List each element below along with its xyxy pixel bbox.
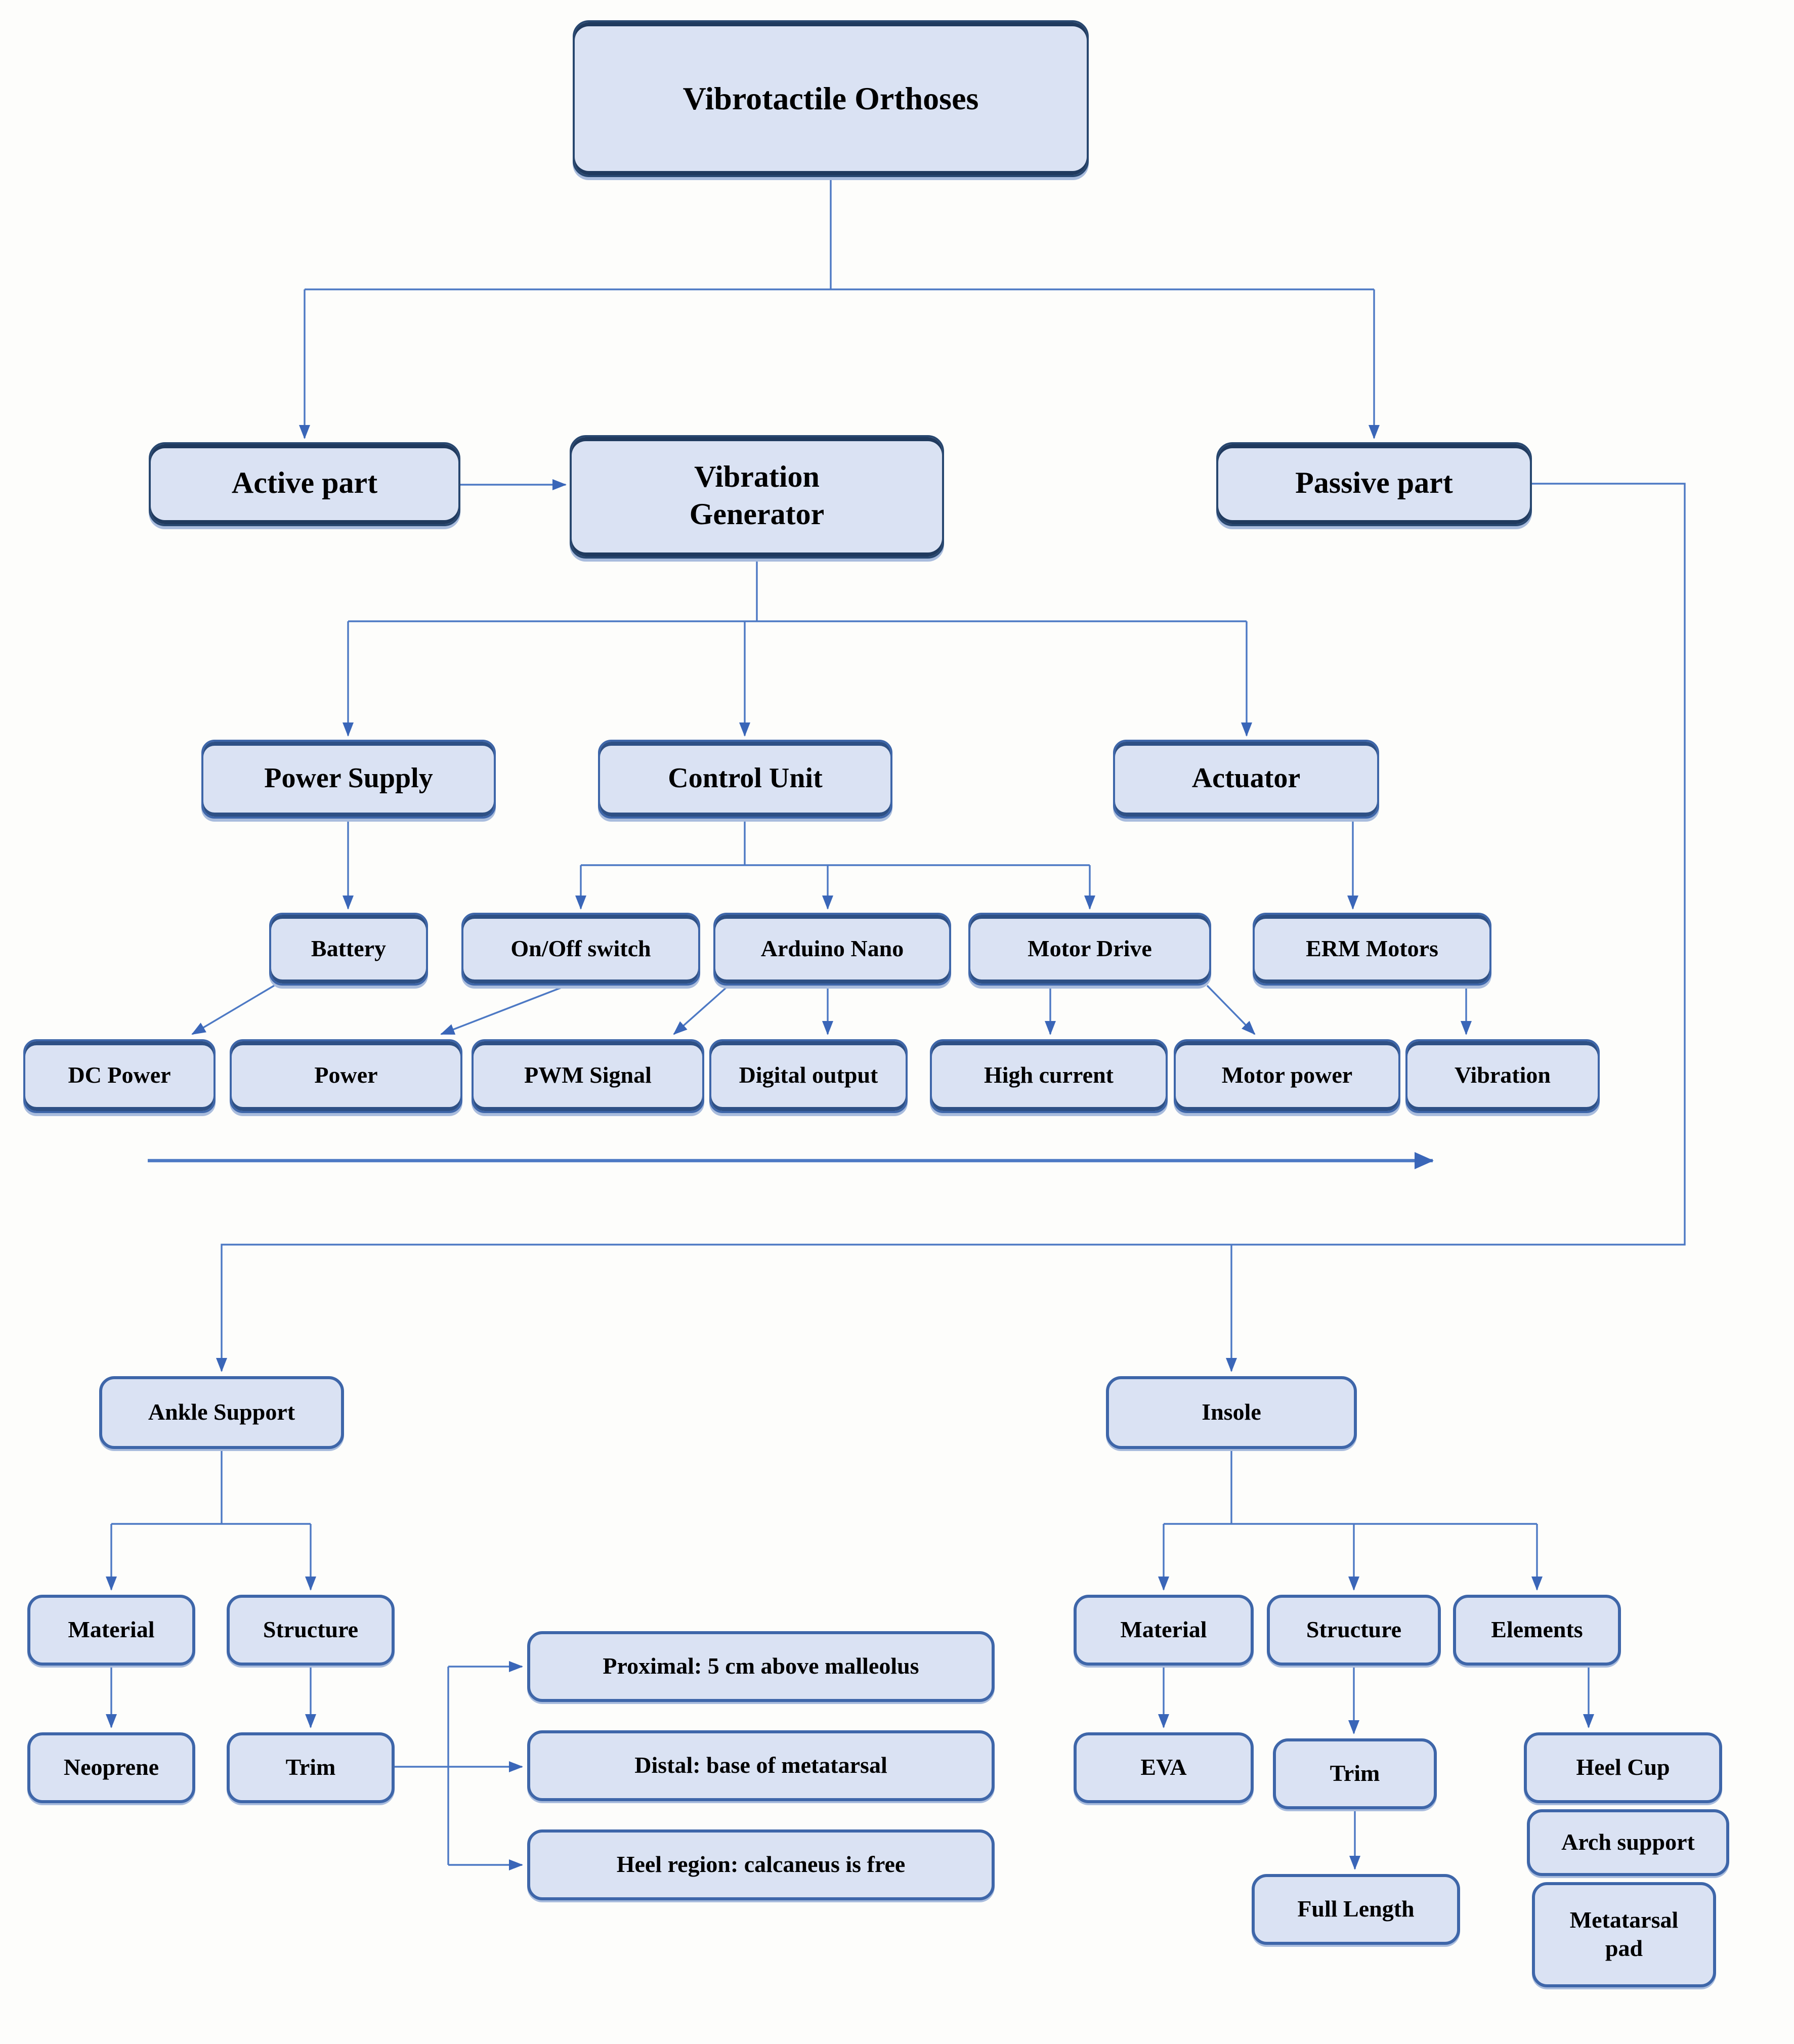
node-root: Vibrotactile Orthoses xyxy=(573,20,1089,177)
node-metatarsal-pad: Metatarsal pad xyxy=(1532,1882,1716,1987)
node-ankle-support: Ankle Support xyxy=(99,1376,344,1449)
node-passive-part: Passive part xyxy=(1216,442,1532,526)
node-structure-insole: Structure xyxy=(1267,1595,1441,1666)
node-full-length: Full Length xyxy=(1252,1874,1460,1945)
node-power-supply: Power Supply xyxy=(201,740,496,819)
edges-layer xyxy=(106,177,1686,1870)
node-motor-drive: Motor Drive xyxy=(968,913,1211,986)
node-digital-output: Digital output xyxy=(709,1039,908,1113)
node-structure-ankle: Structure xyxy=(227,1595,395,1666)
node-vibration-generator: Vibration Generator xyxy=(570,435,944,559)
node-battery: Battery xyxy=(269,913,428,986)
node-trim-insole: Trim xyxy=(1273,1738,1437,1809)
node-active-part: Active part xyxy=(149,442,460,526)
node-heel-region: Heel region: calcaneus is free xyxy=(527,1829,995,1900)
node-control-unit: Control Unit xyxy=(598,740,892,819)
node-erm-motors: ERM Motors xyxy=(1253,913,1491,986)
node-vibration: Vibration xyxy=(1405,1039,1600,1113)
node-onoff-switch: On/Off switch xyxy=(461,913,700,986)
node-motor-power: Motor power xyxy=(1174,1039,1400,1113)
node-dc-power: DC Power xyxy=(23,1039,216,1113)
node-heel-cup: Heel Cup xyxy=(1524,1732,1722,1803)
node-insole: Insole xyxy=(1106,1376,1357,1449)
node-proximal: Proximal: 5 cm above malleolus xyxy=(527,1631,995,1702)
edge-passive-elbow xyxy=(216,483,1686,1372)
node-elements: Elements xyxy=(1453,1595,1621,1666)
node-trim-ankle: Trim xyxy=(227,1732,395,1803)
node-eva: EVA xyxy=(1074,1732,1254,1803)
node-actuator: Actuator xyxy=(1113,740,1379,819)
edge-battery-to-dc xyxy=(191,985,275,1035)
node-high-current: High current xyxy=(930,1039,1168,1113)
edge-drive-to-motorpower xyxy=(1206,985,1256,1035)
node-distal: Distal: base of metatarsal xyxy=(527,1730,995,1801)
edge-arduino-to-pwm xyxy=(673,985,730,1035)
node-neoprene: Neoprene xyxy=(27,1732,195,1803)
edge-onoff-to-power xyxy=(440,985,567,1035)
node-material-insole: Material xyxy=(1074,1595,1254,1666)
node-arch-support: Arch support xyxy=(1527,1809,1729,1876)
node-pwm-signal: PWM Signal xyxy=(472,1039,704,1113)
node-material-ankle: Material xyxy=(27,1595,195,1666)
node-power: Power xyxy=(230,1039,462,1113)
node-arduino-nano: Arduino Nano xyxy=(713,913,951,986)
